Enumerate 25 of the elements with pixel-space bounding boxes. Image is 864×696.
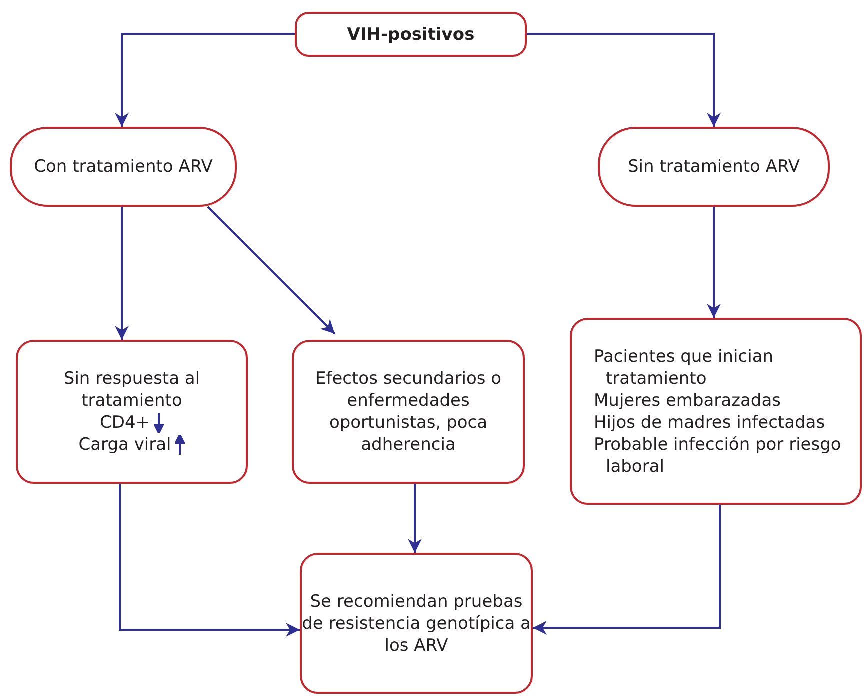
node-text: Hijos de madres infectadas [594,412,826,434]
arrow [527,33,721,127]
node-text: Sin tratamiento ARV [628,156,800,178]
node-text: Se recomiendan pruebas de resistencia genotípica a los ARV [302,590,531,656]
process-box [295,12,527,57]
arrow [207,206,336,335]
arrow [115,207,129,340]
arrow [533,505,721,635]
arrow [707,207,721,318]
node-text: VIH-positivos [347,24,475,46]
node-text: Efectos secundarios o enfermedades oportunistas, poca adherencia [314,368,503,456]
process-box [300,553,533,694]
node-text: Pacientes que inician tratamiento [594,346,775,390]
node-text: CD4+ [100,412,150,434]
process-box [16,340,248,484]
arrow [119,484,300,637]
arrow [408,484,422,553]
node-text: Con tratamiento ARV [34,156,213,178]
node-text: Sin respuesta al tratamiento [62,368,202,412]
node-text: Probable infección por riesgo laboral [594,434,842,478]
arrow [115,33,295,127]
node-text: Mujeres embarazadas [594,390,781,412]
node-text: Carga viral [78,434,172,456]
process-box [292,340,525,484]
process-box [570,318,862,505]
